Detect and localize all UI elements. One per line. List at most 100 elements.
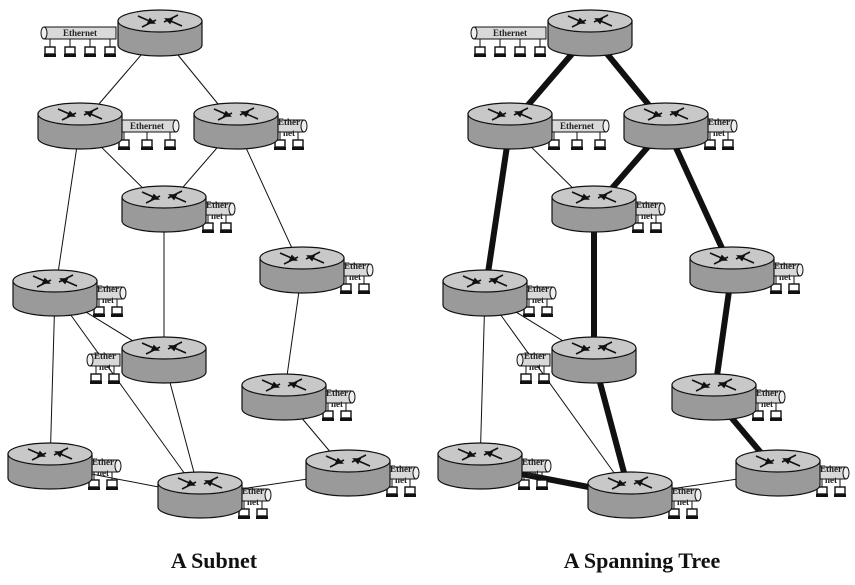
computer-icon <box>518 472 530 490</box>
computer-icon <box>84 39 96 57</box>
lan-label: net <box>395 475 407 485</box>
computer-icon <box>536 472 548 490</box>
computer-icon <box>534 39 546 57</box>
network-link <box>54 125 81 294</box>
lan-label: Ethernet <box>560 121 594 131</box>
computer-icon <box>770 403 782 421</box>
lan-label: net <box>713 128 725 138</box>
ethernet-lan: Ethernet <box>751 388 786 421</box>
computer-icon <box>541 299 553 317</box>
computer-icon <box>340 403 352 421</box>
ethernet-lan: Ethernet <box>516 351 551 384</box>
lan-label: Ether <box>206 200 228 210</box>
computer-icon <box>292 132 304 150</box>
router-icon <box>551 336 637 384</box>
computer-icon <box>548 132 560 150</box>
router-icon <box>12 269 98 317</box>
lan-label: Ether <box>524 351 546 361</box>
computer-icon <box>104 39 116 57</box>
lan-label: Ether <box>278 117 300 127</box>
router-icon <box>241 373 327 421</box>
lan-label: net <box>102 295 114 305</box>
router-icon <box>547 9 633 57</box>
ethernet-lan: Ethernet <box>703 117 738 150</box>
computer-icon <box>538 366 550 384</box>
computer-icon <box>494 39 506 57</box>
router-icon <box>157 471 243 519</box>
lan-label: Ether <box>820 464 842 474</box>
ethernet-lan: Ethernet <box>667 486 702 519</box>
network-link <box>484 292 631 496</box>
computer-icon <box>274 132 286 150</box>
lan-label: net <box>211 211 223 221</box>
computer-icon <box>340 276 352 294</box>
router-icon <box>193 102 279 150</box>
lan-label: Ether <box>94 351 116 361</box>
computer-icon <box>164 132 176 150</box>
computer-icon <box>668 501 680 519</box>
lan-label: net <box>677 497 689 507</box>
router-icon <box>7 442 93 490</box>
computer-icon <box>514 39 526 57</box>
lan-label: Ether <box>756 388 778 398</box>
ethernet-lan: Ethernet <box>815 464 850 497</box>
lan-label: Ethernet <box>493 28 527 38</box>
spanning-tree-caption: A Spanning Tree <box>563 548 721 573</box>
lan-label: net <box>349 272 361 282</box>
router-icon <box>467 102 553 150</box>
ethernet-lan: Ethernet <box>470 26 547 57</box>
network-link <box>479 292 486 467</box>
computer-icon <box>141 132 153 150</box>
ethernet-lan: Ethernet <box>339 261 374 294</box>
network-link <box>49 292 56 467</box>
lan-label: Ether <box>522 457 544 467</box>
network-link <box>235 125 303 271</box>
computer-icon <box>686 501 698 519</box>
computer-icon <box>474 39 486 57</box>
lan-label: net <box>283 128 295 138</box>
lan-label: Ethernet <box>63 28 97 38</box>
lan-label: net <box>331 399 343 409</box>
lan-label: net <box>825 475 837 485</box>
computer-icon <box>523 299 535 317</box>
spanning-tree-link <box>663 124 735 272</box>
ethernet-lan: Ethernet <box>201 200 236 233</box>
computer-icon <box>118 132 130 150</box>
lan-label: Ether <box>326 388 348 398</box>
lan-label: Ether <box>390 464 412 474</box>
ethernet-lan: Ethernet <box>237 486 272 519</box>
ethernet-lan: Ethernet <box>86 351 121 384</box>
router-icon <box>671 373 757 421</box>
lan-label: Ether <box>92 457 114 467</box>
router-icon <box>689 246 775 294</box>
subnet-caption: A Subnet <box>170 548 258 573</box>
computer-icon <box>722 132 734 150</box>
ethernet-lan: Ethernet <box>40 26 117 57</box>
computer-icon <box>108 366 120 384</box>
lan-label: Ethernet <box>130 121 164 131</box>
router-icon <box>37 102 123 150</box>
lan-label: Ether <box>774 261 796 271</box>
router-icon <box>121 336 207 384</box>
lan-label: Ether <box>242 486 264 496</box>
computer-icon <box>106 472 118 490</box>
lan-label: net <box>761 399 773 409</box>
lan-label: net <box>641 211 653 221</box>
lan-label: net <box>779 272 791 282</box>
computer-icon <box>44 39 56 57</box>
computer-icon <box>752 403 764 421</box>
computer-icon <box>404 479 416 497</box>
lan-label: Ether <box>708 117 730 127</box>
computer-icon <box>111 299 123 317</box>
router-icon <box>259 246 345 294</box>
router-icon <box>442 269 528 317</box>
ethernet-lan: Ethernet <box>522 284 557 317</box>
computer-icon <box>632 215 644 233</box>
router-icon <box>305 449 391 497</box>
spanning-tree-link <box>482 125 513 294</box>
ethernet-lan: Ethernet <box>385 464 420 497</box>
lan-label: Ether <box>344 261 366 271</box>
router-icon <box>121 185 207 233</box>
